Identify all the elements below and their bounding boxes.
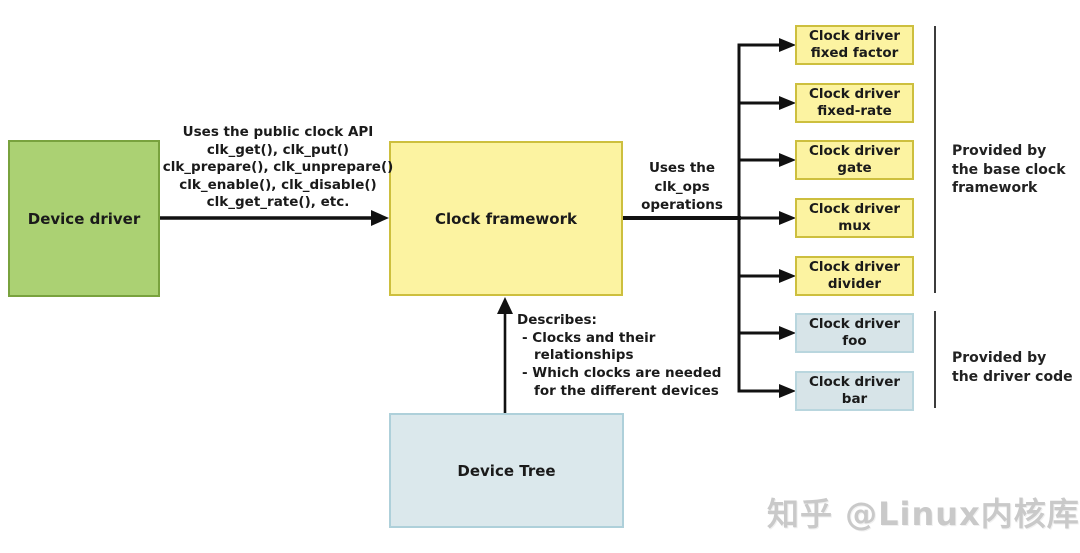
box-label-line: Clock driver xyxy=(808,259,901,275)
box-label-line: fixed-rate xyxy=(817,103,892,119)
clock-driver-mux-box: Clock driver mux xyxy=(795,198,914,238)
device-driver-label: Device driver xyxy=(27,209,141,228)
annotation-line: - Clocks and their xyxy=(522,329,656,346)
arrow-branch-fixed-rate xyxy=(738,96,796,110)
zhihu-watermark: 知乎 @Linux内核库 xyxy=(767,495,1080,533)
box-label-line: Clock driver xyxy=(808,86,901,102)
annotation-line: Uses the xyxy=(648,160,716,176)
device-tree-box: Device Tree xyxy=(389,413,624,528)
clock-driver-divider-box: Clock driver divider xyxy=(795,256,914,296)
annotation-line: clk_prepare(), clk_unprepare() xyxy=(162,159,394,175)
clock-driver-foo-box: Clock driver foo xyxy=(795,313,914,353)
annotation-line: clk_get(), clk_put() xyxy=(206,141,350,158)
arrow-device-tree-to-clock-framework xyxy=(497,297,513,413)
box-label-line: Clock driver xyxy=(808,316,901,332)
provided-by-driver-code-label: Provided by the driver code xyxy=(952,349,1073,386)
annotation-line: operations xyxy=(641,197,723,213)
annotation-line: relationships xyxy=(534,347,634,364)
clock-driver-fixed-rate-box: Clock driver fixed-rate xyxy=(795,83,914,123)
describes-annotation: Describes: - Clocks and their relationsh… xyxy=(517,312,721,401)
group-label-line: Provided by xyxy=(952,143,1047,159)
annotation-line: clk_get_rate(), etc. xyxy=(206,194,350,210)
box-label-line: bar xyxy=(841,391,868,407)
box-label-line: gate xyxy=(837,160,872,176)
box-label-line: Clock driver xyxy=(808,28,901,44)
arrow-branch-fixed-factor xyxy=(738,38,796,52)
box-label-line: foo xyxy=(842,333,867,349)
group-label-line: the base clock xyxy=(952,161,1066,178)
annotation-line: - Which clocks are needed xyxy=(522,365,722,382)
annotation-line: Uses the public clock API xyxy=(182,124,374,140)
clock-framework-box: Clock framework xyxy=(389,141,623,296)
box-label-line: Clock driver xyxy=(808,201,901,217)
group-label-line: Provided by xyxy=(952,350,1047,366)
annotation-line: clk_enable(), clk_disable() xyxy=(179,176,377,193)
arrow-branch-gate xyxy=(738,153,796,167)
annotation-line: clk_ops xyxy=(654,178,710,195)
group-label-line: framework xyxy=(952,180,1038,196)
group-label-line: the driver code xyxy=(952,368,1073,385)
box-label-line: Clock driver xyxy=(808,143,901,159)
arrow-branch-mux xyxy=(738,211,796,225)
arrow-branch-foo xyxy=(738,326,796,340)
annotation-line: for the different devices xyxy=(534,382,719,399)
box-label-line: divider xyxy=(827,276,882,292)
clock-driver-bar-box: Clock driver bar xyxy=(795,371,914,411)
device-tree-label: Device Tree xyxy=(457,461,556,480)
clock-driver-gate-box: Clock driver gate xyxy=(795,140,914,180)
arrow-branch-divider xyxy=(738,269,796,283)
box-label-line: fixed factor xyxy=(810,45,899,61)
public-clock-api-annotation: Uses the public clock API clk_get(), clk… xyxy=(155,124,401,212)
annotation-line: Describes: xyxy=(517,312,597,328)
clock-driver-fixed-factor-box: Clock driver fixed factor xyxy=(795,25,914,65)
box-label-line: Clock driver xyxy=(808,374,901,390)
clk-ops-annotation: Uses the clk_ops operations xyxy=(632,159,732,215)
arrow-branch-bar xyxy=(738,384,796,398)
provided-by-base-framework-label: Provided by the base clock framework xyxy=(952,142,1066,198)
clock-framework-label: Clock framework xyxy=(435,209,577,228)
box-label-line: mux xyxy=(838,218,871,234)
device-driver-box: Device driver xyxy=(8,140,160,297)
arrow-device-driver-to-clock-framework xyxy=(160,210,389,226)
